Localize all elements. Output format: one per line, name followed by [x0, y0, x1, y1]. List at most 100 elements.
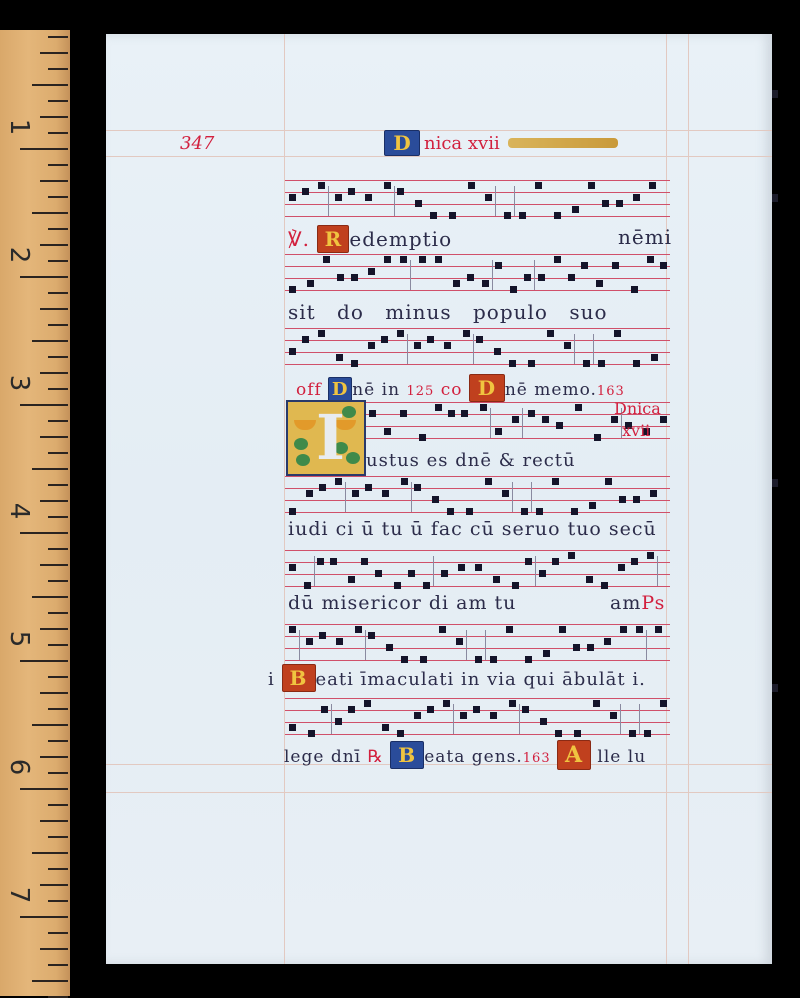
- neume: [447, 508, 454, 515]
- illuminated-initial: A: [557, 740, 592, 770]
- ruler-tick: [48, 772, 68, 774]
- neume: [660, 416, 667, 423]
- neume: [439, 626, 446, 633]
- ruling-line: [106, 764, 772, 765]
- ruler-tick: [48, 644, 68, 646]
- ruling-line: [106, 130, 772, 131]
- ruler-tick: [40, 308, 68, 310]
- lyric-line-2: sit do minus populo suo: [288, 300, 608, 324]
- neume: [463, 330, 470, 337]
- neume: [304, 582, 311, 589]
- neume: [593, 700, 600, 707]
- neume: [444, 342, 451, 349]
- lyric-line-4: ustus es dnē & rectū: [366, 450, 576, 471]
- staff-line: [365, 426, 670, 427]
- page-edge-notch: [772, 684, 778, 692]
- neume: [510, 286, 517, 293]
- neume: [502, 490, 509, 497]
- ruler-tick: [40, 244, 68, 246]
- neume: [494, 348, 501, 355]
- staff-line: [285, 278, 670, 279]
- ruler-tick: [32, 724, 68, 726]
- staff-line: [365, 414, 670, 415]
- ruler-tick: [32, 596, 68, 598]
- neume: [572, 206, 579, 213]
- lyric-text: nē in: [352, 380, 401, 400]
- neume: [307, 280, 314, 287]
- staff-line: [285, 488, 670, 489]
- neume: [650, 490, 657, 497]
- side-rubric-line: xvii: [622, 421, 651, 440]
- neume: [365, 194, 372, 201]
- ruler-tick: [48, 356, 68, 358]
- neume: [302, 188, 309, 195]
- staff-line: [285, 352, 670, 353]
- ruler-tick: [48, 804, 68, 806]
- ruler-tick: [48, 676, 68, 678]
- neume: [568, 274, 575, 281]
- ruler-tick: [32, 84, 68, 86]
- ruler-tick: [48, 196, 68, 198]
- neume: [633, 360, 640, 367]
- staff-line: [285, 204, 670, 205]
- staff-line: [285, 192, 670, 193]
- leaf-motif: [346, 452, 360, 464]
- neume: [552, 558, 559, 565]
- neume: [473, 706, 480, 713]
- neume: [552, 478, 559, 485]
- ruler-tick: [48, 292, 68, 294]
- neume: [382, 724, 389, 731]
- neume: [335, 478, 342, 485]
- staff-line: [365, 438, 670, 439]
- division-line: [328, 186, 329, 216]
- neume: [485, 478, 492, 485]
- illuminated-initial: D: [328, 376, 353, 403]
- ruler-tick: [20, 148, 68, 150]
- staff-line: [285, 586, 670, 587]
- neume: [618, 564, 625, 571]
- division-line: [410, 260, 411, 290]
- neume: [361, 558, 368, 565]
- division-line: [453, 704, 454, 734]
- lyric-text: nēmi: [618, 225, 673, 249]
- neume: [336, 638, 343, 645]
- neume: [519, 212, 526, 219]
- neume: [574, 730, 581, 737]
- neume: [368, 632, 375, 639]
- neume: [369, 410, 376, 417]
- staff-line: [285, 254, 670, 255]
- neume: [394, 582, 401, 589]
- ruler-tick: [48, 36, 68, 38]
- neume: [400, 256, 407, 263]
- lyric-text: nē memo.: [504, 380, 597, 400]
- neume: [611, 416, 618, 423]
- neume: [384, 256, 391, 263]
- leaf-motif: [294, 438, 308, 450]
- neume: [542, 416, 549, 423]
- division-line: [531, 482, 532, 512]
- neume: [568, 552, 575, 559]
- ruler-tick: [20, 532, 68, 534]
- ruler-tick: [48, 388, 68, 390]
- neume: [602, 200, 609, 207]
- neume: [589, 502, 596, 509]
- ruler-tick: [48, 164, 68, 166]
- music-staff: [285, 328, 670, 368]
- ruling-line: [106, 792, 772, 793]
- staff-line: [285, 180, 670, 181]
- neume: [633, 496, 640, 503]
- neume: [456, 638, 463, 645]
- ruler-tick: [40, 564, 68, 566]
- neume: [655, 626, 662, 633]
- neume: [660, 700, 667, 707]
- neume: [318, 330, 325, 337]
- neume: [453, 280, 460, 287]
- music-staff: [365, 402, 670, 442]
- division-line: [466, 630, 467, 660]
- ruling-line: [106, 156, 772, 157]
- division-line: [514, 186, 515, 216]
- lyric-text: am: [610, 592, 642, 614]
- neume: [571, 508, 578, 515]
- neume: [554, 212, 561, 219]
